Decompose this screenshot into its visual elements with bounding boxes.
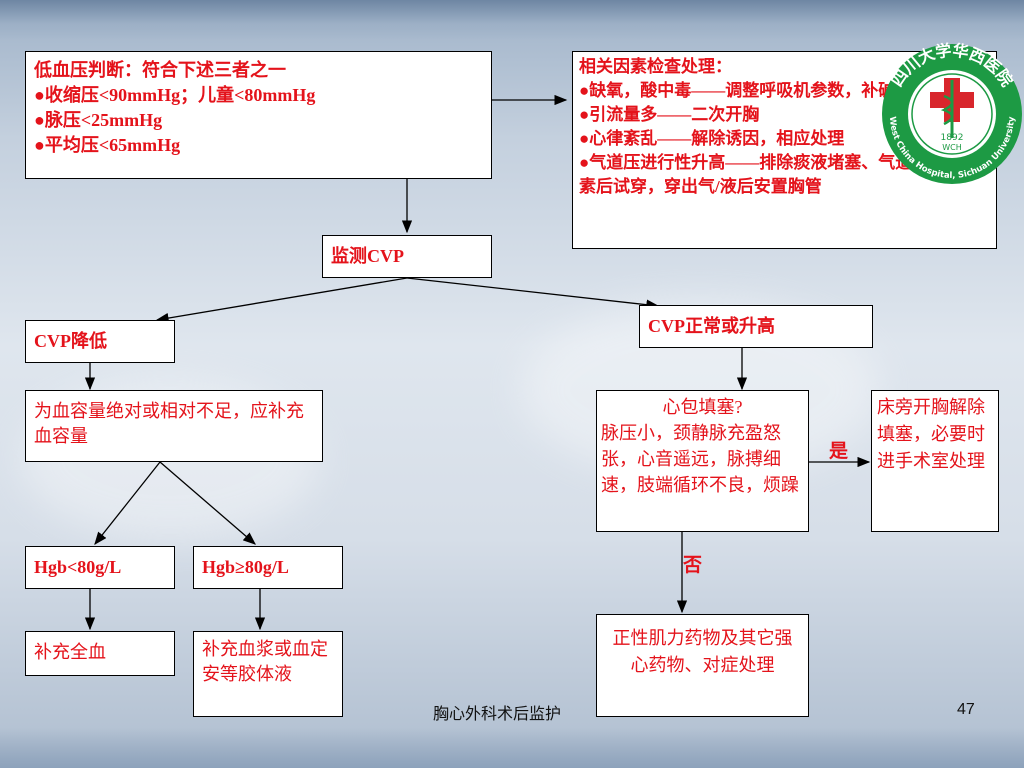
factors-title: 相关因素检查处理： [579, 57, 732, 76]
cvp-high-text: CVP正常或升高 [648, 316, 775, 336]
tamponade-signs: 脉压小，颈静脉充盈怒张，心音遥远，脉搏细速，肢端循环不良，烦躁 [601, 423, 799, 495]
logo-year: 1892 [941, 133, 964, 143]
whole-blood-text: 补充全血 [34, 642, 106, 662]
footer-title: 胸心外科术后监护 [433, 706, 562, 723]
hgb-high-box: Hgb≥80g/L [193, 546, 343, 589]
factors-item: ●引流量多——二次开胸 [579, 105, 760, 124]
bottom-band [0, 728, 1024, 768]
hypotension-criteria-box: 低血压判断：符合下述三者之一 ●收缩压<90mmHg；儿童<80mmHg ●脉压… [25, 51, 492, 179]
inotropes-box: 正性肌力药物及其它强心药物、对症处理 [596, 614, 809, 717]
hgb-low-box: Hgb<80g/L [25, 546, 175, 589]
hypotension-title: 低血压判断：符合下述三者之一 [34, 60, 286, 80]
plasma-box: 补充血浆或血定安等胶体液 [193, 631, 343, 717]
cvp-high-box: CVP正常或升高 [639, 305, 873, 348]
arrow-volume-to-hgb-low [94, 461, 161, 546]
plasma-text: 补充血浆或血定安等胶体液 [202, 639, 328, 684]
volume-text: 为血容量绝对或相对不足，应补充血容量 [34, 401, 304, 446]
hgb-high-text: Hgb≥80g/L [202, 557, 289, 577]
arrow-cvp-to-high [406, 277, 660, 310]
tamponade-box: 心包填塞? 脉压小，颈静脉充盈怒张，心音遥远，脉搏细速，肢端循环不良，烦躁 [596, 390, 809, 532]
factors-item: ●缺氧，酸中毒——调整呼吸机参数，补碱等 [579, 81, 913, 100]
arrow-cvp-to-low [155, 277, 408, 324]
arrow-volume-to-hgb-high [159, 461, 256, 545]
yes-label: 是 [829, 441, 849, 462]
volume-box: 为血容量绝对或相对不足，应补充血容量 [25, 390, 323, 462]
factors-item: ●气道压进行性升高——排除痰液堵塞、气道痉挛等因素后试穿，穿出气/液后安置胸管 [579, 153, 981, 196]
whole-blood-box: 补充全血 [25, 631, 175, 676]
cvp-low-box: CVP降低 [25, 320, 175, 363]
no-label: 否 [683, 555, 703, 576]
page-number: 47 [957, 701, 975, 718]
inotropes-text: 正性肌力药物及其它强心药物、对症处理 [612, 628, 793, 675]
logo-initials: WCH [942, 143, 962, 152]
hypotension-item: ●收缩压<90mmHg；儿童<80mmHg [34, 85, 316, 105]
tamponade-question: 心包填塞? [662, 397, 743, 417]
bedside-box: 床旁开胸解除填塞，必要时进手术室处理 [871, 390, 999, 532]
monitor-cvp-box: 监测CVP [322, 235, 492, 278]
cvp-low-text: CVP降低 [34, 331, 107, 351]
factors-item: ●心律紊乱——解除诱因，相应处理 [579, 129, 845, 148]
hgb-low-text: Hgb<80g/L [34, 557, 122, 577]
hypotension-item: ●平均压<65mmHg [34, 135, 181, 155]
hospital-logo: 四川大学华西医院 West China Hospital, Sichuan Un… [882, 41, 1022, 184]
monitor-cvp-text: 监测CVP [331, 246, 404, 266]
top-band [0, 0, 1024, 40]
hypotension-item: ●脉压<25mmHg [34, 110, 163, 130]
bedside-text: 床旁开胸解除填塞，必要时进手术室处理 [877, 397, 985, 471]
